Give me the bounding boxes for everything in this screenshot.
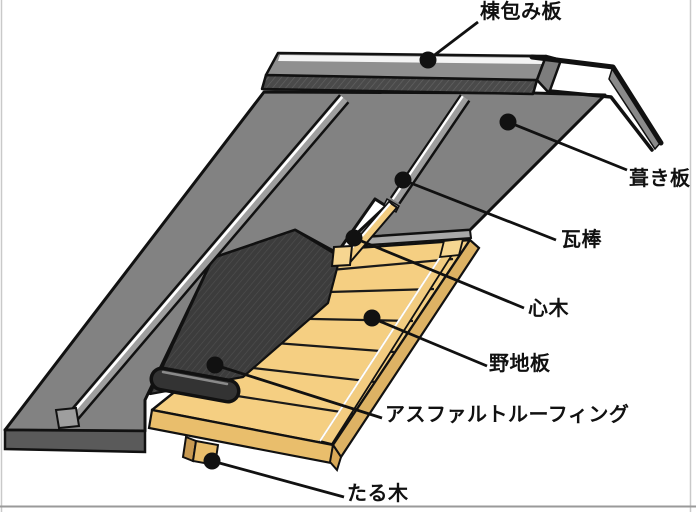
leader-rafter (211, 459, 345, 499)
batten-seam-left (54, 94, 350, 430)
leader-roof-sheet (507, 120, 628, 172)
label-core-wood: 心木 (528, 296, 570, 320)
label-batten: 瓦棒 (561, 227, 603, 251)
dot-ridge-cap (419, 51, 437, 69)
leader-core-wood (353, 236, 525, 310)
dot-roof-sheet (499, 113, 517, 131)
metal-roof-panel (3, 90, 607, 454)
label-roof-sheet: 葺き板 (629, 166, 691, 190)
exposed-core-wood (330, 200, 399, 268)
leader-lines (211, 20, 628, 499)
deck-fascia (147, 408, 343, 473)
eave-end-face (3, 428, 147, 454)
leader-sheathing (371, 316, 488, 368)
leader-asphalt (214, 363, 383, 420)
label-asphalt: アスファルトルーフィング (385, 402, 629, 426)
asphalt-roll (149, 366, 241, 404)
label-rafter: たる木 (347, 481, 409, 505)
dot-batten (394, 171, 412, 189)
seam-end-block (54, 406, 81, 430)
dot-sheathing (363, 309, 381, 327)
dot-asphalt (206, 356, 224, 374)
dot-core-wood (345, 229, 363, 247)
ridge-cap (260, 51, 563, 96)
leader-batten (402, 178, 557, 242)
label-ridge-cap: 棟包み板 (480, 0, 562, 23)
edge-core-batten (318, 237, 465, 446)
leader-ridge-cap (427, 20, 479, 62)
labels: 棟包み板 葺き板 瓦棒 心木 野地板 アスファルトルーフィング たる木 (347, 0, 691, 505)
label-sheathing: 野地板 (489, 351, 551, 375)
dot-rafter (203, 452, 221, 470)
leader-dots (203, 51, 517, 470)
gable-edge-flashing (529, 54, 664, 152)
